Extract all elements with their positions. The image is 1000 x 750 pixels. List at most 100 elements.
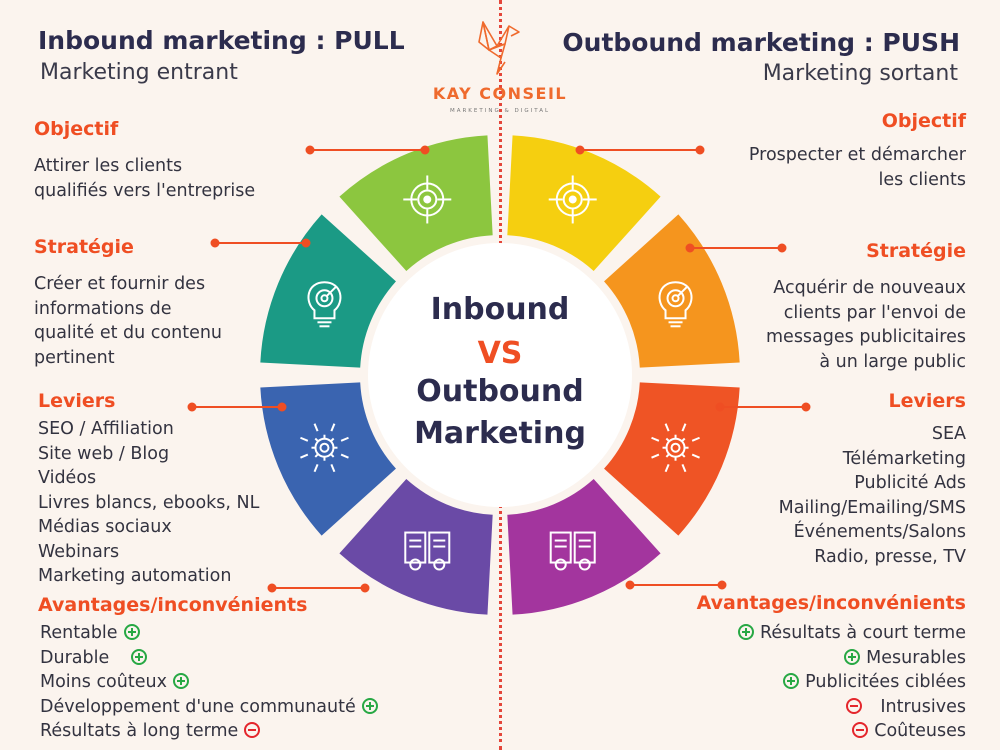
list-item: Mailing/Emailing/SMS (778, 497, 966, 518)
outbound-avantages-title: Avantages/inconvénients (696, 592, 966, 614)
list-item: SEA (931, 424, 966, 444)
center-marketing: Marketing (414, 416, 586, 451)
connector-dot (801, 402, 811, 412)
list-item: Événements/Salons (793, 522, 966, 542)
list-item: Télémarketing (842, 448, 966, 469)
wheel-center (368, 243, 632, 507)
list-item: Coûteuses (732, 719, 966, 744)
connector-dot (715, 402, 725, 412)
outbound-title: Outbound marketing : PUSH (562, 28, 960, 57)
plus-icon (738, 624, 754, 640)
list-item: Résultats à court terme (732, 621, 966, 646)
connector-dot (685, 243, 695, 253)
outbound-objectif-text: Prospecter et démarcher les clients (749, 143, 966, 192)
text-line: informations de (34, 298, 172, 319)
plus-icon (361, 697, 378, 714)
connector-dot (625, 580, 635, 590)
minus-icon (852, 722, 869, 738)
inbound-leviers-title: Leviers (38, 390, 116, 412)
list-item: Médias sociaux (38, 517, 172, 537)
connector-dot (360, 583, 370, 593)
list-item: Publicité Ads (854, 473, 966, 493)
text-line: Prospecter et démarcher (748, 145, 966, 165)
outbound-strategie-text: Acquérir de nouveaux clients par l'envoi… (766, 276, 966, 374)
plus-icon (131, 648, 148, 665)
text-line: Acquérir de nouveaux (773, 278, 966, 298)
outbound-target-icon (548, 175, 597, 224)
list-item: Vidéos (38, 468, 97, 488)
plus-icon (844, 648, 861, 665)
outbound-objectif-title: Objectif (881, 110, 966, 132)
inbound-avantages-title: Avantages/inconvénients (38, 594, 308, 616)
list-item: Durable (40, 646, 384, 671)
inbound-subtitle: Marketing entrant (40, 60, 238, 85)
text-line: à un large public (819, 351, 966, 372)
brand-name: KAY CONSEIL (432, 84, 568, 103)
text-line: messages publicitaires (766, 327, 966, 347)
list-item: Intrusives (732, 695, 966, 720)
list-item: Mesurables (732, 646, 966, 671)
list-item: Radio, presse, TV (814, 546, 966, 567)
inbound-segment-objectif (339, 135, 493, 271)
connector-dot (187, 402, 197, 412)
connector-dot (777, 243, 787, 253)
outbound-documents-icon (549, 531, 596, 571)
list-item: Marketing automation (38, 566, 232, 586)
text-line: qualifiés vers l'entreprise (34, 180, 256, 201)
inbound-objectif-title: Objectif (34, 118, 119, 140)
inbound-leviers-list: SEO / Affiliation Site web / Blog Vidéos… (38, 417, 259, 589)
outbound-avantages-list: Résultats à court terme Mesurables Publi… (732, 621, 966, 744)
list-item: Livres blancs, ebooks, NL (38, 492, 260, 513)
inbound-objectif-text: Attirer les clients qualifiés vers l'ent… (34, 154, 255, 203)
list-item: Webinars (38, 541, 120, 562)
outbound-subtitle: Marketing sortant (762, 61, 958, 86)
center-vs: VS (477, 336, 523, 371)
list-item: Moins coûteux (40, 670, 384, 695)
text-line: qualité et du contenu (34, 323, 223, 343)
text-line: Créer et fournir des (34, 274, 206, 294)
list-item: Rentable (40, 621, 384, 646)
connector-dot (575, 145, 585, 155)
connector-dot (420, 145, 430, 155)
kay-conseil-bird-logo (478, 21, 520, 75)
outbound-leviers-title: Leviers (888, 390, 966, 412)
outbound-segment-objectif (507, 135, 661, 271)
text-line: clients par l'envoi de (783, 302, 966, 323)
outbound-gear-arrows-icon (651, 423, 700, 473)
connector-dot (277, 402, 287, 412)
inbound-documents-icon (404, 531, 451, 571)
minus-icon (244, 722, 261, 738)
inbound-lightbulb-target-icon (307, 281, 342, 328)
inbound-strategie-title: Stratégie (34, 236, 134, 258)
inbound-target-icon (403, 175, 452, 224)
connector-dot (210, 238, 220, 248)
list-item: Développement d'une communauté (40, 695, 384, 720)
outbound-leviers-list: SEA Télémarketing Publicité Ads Mailing/… (779, 422, 966, 569)
inbound-strategie-text: Créer et fournir des informations de qua… (34, 272, 222, 370)
list-item: Publicitées ciblées (732, 670, 966, 695)
text-line: les clients (878, 169, 967, 190)
list-item: Résultats à long terme (40, 719, 384, 744)
minus-icon (846, 697, 863, 714)
brand-tagline: MARKETING & DIGITAL (449, 108, 551, 114)
text-line: Attirer les clients (34, 156, 183, 176)
text-line: pertinent (34, 347, 115, 368)
plus-icon (123, 624, 140, 640)
connector-dot (267, 583, 277, 593)
center-outbound: Outbound (416, 374, 584, 409)
outbound-strategie-title: Stratégie (866, 240, 966, 262)
inbound-gear-arrows-icon (300, 423, 349, 473)
outbound-segment-leviers (604, 382, 740, 536)
center-inbound: Inbound (430, 292, 570, 327)
plus-icon (783, 673, 800, 689)
list-item: SEO / Affiliation (38, 419, 174, 439)
inbound-segment-leviers (260, 382, 396, 536)
plus-icon (172, 673, 189, 689)
connector-dot (695, 145, 705, 155)
connector-dot (717, 580, 727, 590)
outbound-lightbulb-target-icon (658, 281, 693, 328)
connector-dot (305, 145, 315, 155)
inbound-avantages-list: Rentable Durable Moins coûteux Développe… (40, 621, 384, 744)
connector-dot (301, 238, 311, 248)
